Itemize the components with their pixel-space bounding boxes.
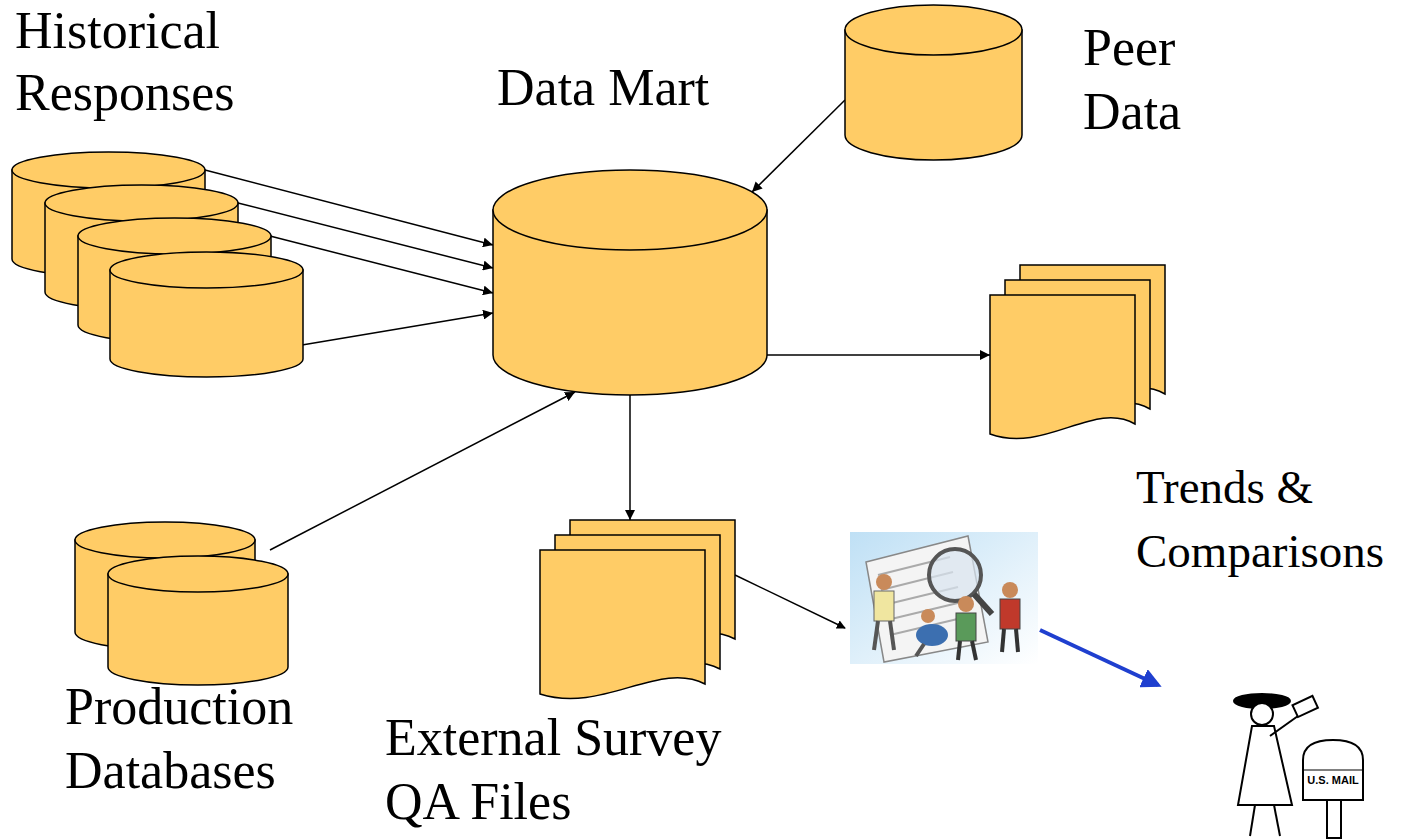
person-figure <box>916 609 948 656</box>
document-page <box>990 295 1135 439</box>
node-outline <box>845 5 1022 160</box>
node-label: Peer Data <box>1083 16 1223 144</box>
node-outline <box>75 522 288 685</box>
magnifier-handle <box>974 594 992 614</box>
cylinder-top <box>78 218 271 254</box>
cylinder-top <box>75 522 255 558</box>
mailbox-slot <box>1303 770 1363 771</box>
node-label: Production Databases <box>65 675 345 803</box>
database-cylinder: Historical Responses <box>12 152 303 377</box>
flow-connector <box>752 100 845 192</box>
cylinder-top <box>12 152 205 188</box>
paper-sheet <box>866 536 988 662</box>
flow-connector <box>767 354 990 356</box>
mailbox <box>1303 740 1363 800</box>
mailbox-post <box>1327 800 1341 838</box>
clipart-background <box>850 532 1038 664</box>
woman-leg <box>1274 805 1280 836</box>
node-outline <box>12 152 303 377</box>
document-stack: Trends & Comparisons <box>990 265 1165 440</box>
database-cylinder: Data Mart <box>493 170 767 395</box>
node-label: Historical Responses <box>15 0 255 124</box>
letter <box>1292 696 1317 717</box>
node-outline <box>990 265 1165 440</box>
person-figure <box>956 596 976 660</box>
cylinder-top <box>845 5 1022 55</box>
flow-connector <box>629 395 631 520</box>
mailing-woman-clipart <box>1234 694 1363 838</box>
woman-head <box>1251 703 1273 725</box>
document-stack: External Survey QA Files <box>540 520 735 700</box>
node-label: Trends & Comparisons <box>1136 455 1420 583</box>
person-figure <box>874 574 894 650</box>
flow-arrow <box>735 575 845 628</box>
document-page <box>540 550 705 699</box>
flow-connector <box>270 392 575 550</box>
database-cylinder: Production Databases <box>75 522 288 685</box>
person-figure <box>1000 582 1020 652</box>
database-cylinder: Peer Data <box>845 5 1022 160</box>
flow-connector <box>302 313 493 345</box>
node-outline <box>493 170 767 395</box>
node-outline <box>540 520 735 700</box>
node-label: External Survey QA Files <box>385 706 745 834</box>
mailbox-label: U.S. MAIL <box>1307 774 1359 786</box>
woman-dress <box>1238 726 1292 805</box>
magnifier-lens <box>929 549 981 601</box>
node-label: Data Mart <box>497 57 827 119</box>
reviewers-clipart <box>850 532 1038 664</box>
woman-leg <box>1250 805 1255 836</box>
cylinder-top <box>110 252 303 288</box>
cylinder-top <box>45 185 238 221</box>
cylinder-top <box>108 556 288 592</box>
woman-arm <box>1270 716 1298 736</box>
cylinder-top <box>493 170 767 250</box>
mail-arrow <box>1040 630 1158 685</box>
